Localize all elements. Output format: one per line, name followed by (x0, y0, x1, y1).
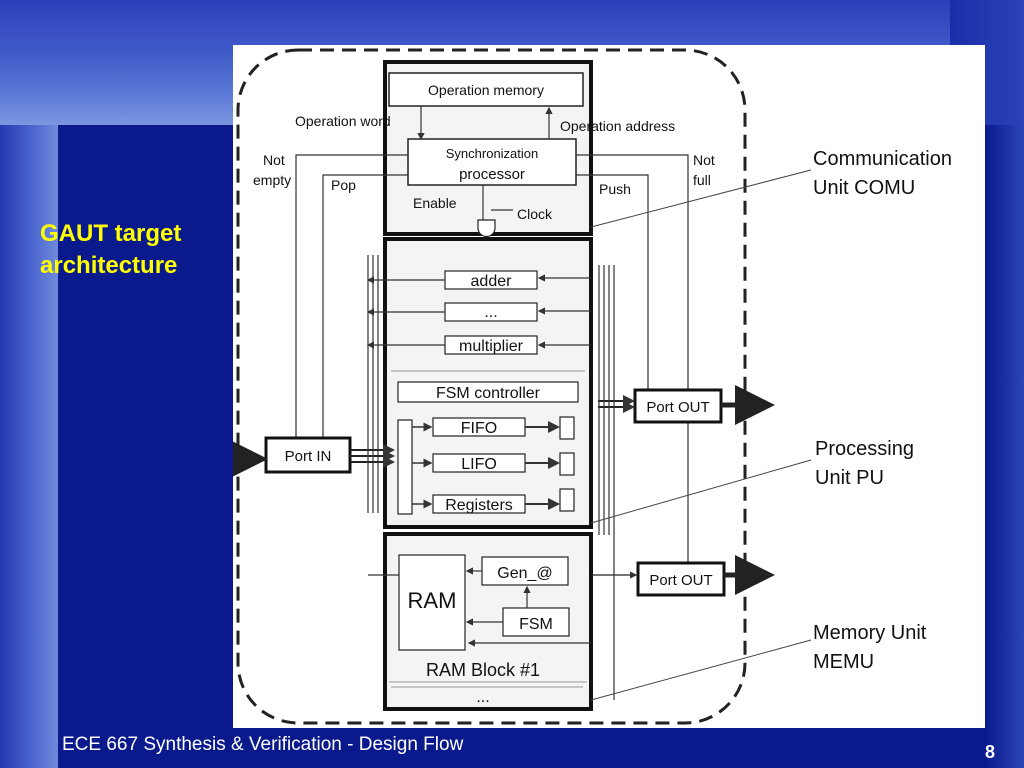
sync-processor-label-1: Synchronization (446, 146, 539, 161)
clock-label: Clock (517, 206, 553, 222)
pu-label-2: Unit PU (815, 467, 884, 489)
comu-label-1: Communication (813, 148, 952, 170)
lifo-label: LIFO (461, 456, 497, 473)
operation-word-label: Operation word (295, 113, 391, 129)
not-empty-label-2: empty (253, 172, 291, 188)
slide-title: GAUT target architecture (40, 218, 230, 282)
not-full-label-2: full (693, 172, 711, 188)
operator-ellipsis: ... (484, 304, 497, 321)
port-in: Port IN (233, 436, 395, 479)
operation-memory-label: Operation memory (428, 82, 544, 98)
slide-title-line1: GAUT target (40, 220, 182, 247)
registers-label: Registers (445, 497, 513, 514)
not-full-label-1: Not (693, 152, 715, 168)
pu-block: adder ... multiplier FSM controller FIFO… (366, 237, 593, 529)
pop-label: Pop (331, 177, 356, 193)
not-empty-label-1: Not (263, 152, 285, 168)
port-out-2: Port OUT (591, 555, 775, 597)
comu-block: Operation memory Synchronization process… (383, 60, 593, 238)
port-in-label: Port IN (285, 448, 332, 465)
footer-course-title: ECE 667 Synthesis & Verification - Desig… (62, 734, 464, 755)
gen-address-label: Gen_@ (497, 565, 552, 582)
port-out-1-label: Port OUT (646, 399, 709, 416)
slide-title-line2: architecture (40, 252, 178, 279)
architecture-diagram: Operation memory Synchronization process… (233, 45, 985, 728)
multiplier-label: multiplier (459, 338, 524, 355)
memu-label-1: Memory Unit (813, 622, 927, 644)
push-label: Push (599, 181, 631, 197)
fifo-label: FIFO (461, 420, 497, 437)
header-band (0, 0, 950, 45)
enable-label: Enable (413, 195, 457, 211)
sync-processor-label-2: processor (459, 166, 525, 183)
page-number: 8 (985, 742, 996, 762)
fsm-label: FSM (519, 616, 553, 633)
fsm-controller-label: FSM controller (436, 385, 541, 402)
memu-label-2: MEMU (813, 651, 874, 673)
port-out-1: Port OUT (598, 385, 775, 425)
and-gate-icon (477, 219, 496, 238)
port-out-2-label: Port OUT (649, 572, 712, 589)
adder-label: adder (471, 273, 513, 290)
right-decor-strip (985, 125, 1024, 768)
ram-block-label: RAM Block #1 (426, 660, 540, 680)
pu-label-1: Processing (815, 438, 914, 460)
ram-label: RAM (408, 588, 457, 613)
comu-label-2: Unit COMU (813, 177, 915, 199)
memu-block: RAM Gen_@ FSM RAM Block #1 ... (368, 532, 593, 711)
left-decor-strip (0, 125, 58, 768)
operation-address-label: Operation address (560, 118, 675, 134)
ram-block-ellipsis: ... (476, 689, 489, 706)
